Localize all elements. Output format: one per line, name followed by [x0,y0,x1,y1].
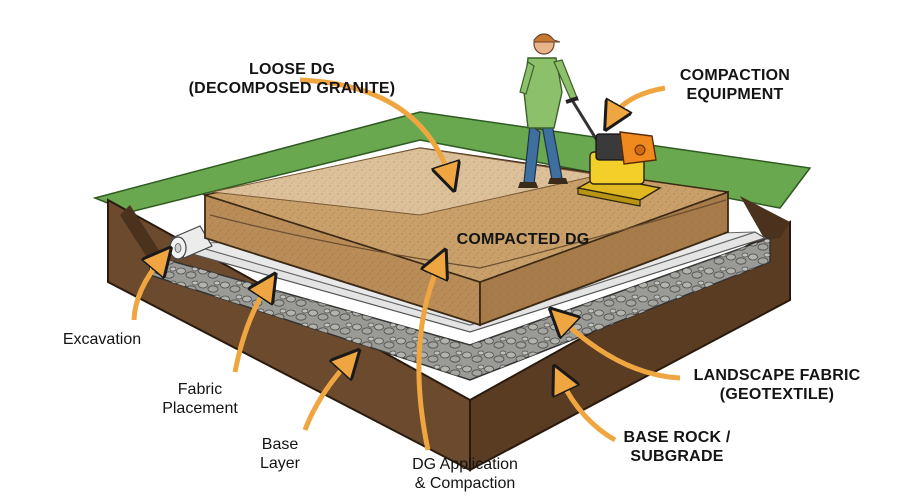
label-fabric-placement: Fabric Placement [162,381,238,418]
base-rock-stones [150,238,770,380]
label-dg-application: DG Application & Compaction [412,456,518,493]
arrow-fabric-placement [232,285,268,373]
label-compaction-equipment: COMPACTION EQUIPMENT [679,67,791,104]
label-excavation: Excavation [62,331,142,348]
arrow-base-layer [302,360,350,431]
arrow-base-rock [560,378,617,443]
arrow-landscape-fabric [560,318,681,381]
loose-dg-texture [212,148,600,215]
label-compacted-dg: COMPACTED DG [456,231,590,248]
label-landscape-fabric: LANDSCAPE FABRIC (GEOTEXTILE) [693,367,861,404]
arrow-loose-dg [299,77,450,178]
excavation-wall-right [740,196,790,240]
arrow-dg-application [416,262,440,451]
plate-compactor [565,96,662,207]
arrow-excavation [131,258,162,321]
label-base-layer: Base Layer [259,436,301,473]
label-loose-dg: LOOSE DG (DECOMPOSED GRANITE) [188,61,396,98]
fabric-roll [169,225,213,260]
arrow-compaction-equipment [612,85,666,118]
compacted-dg-edge-line [209,199,727,269]
callout-arrows [131,77,681,451]
compacted-dg-texture [205,192,728,325]
label-base-rock: BASE ROCK / SUBGRADE [623,429,731,466]
